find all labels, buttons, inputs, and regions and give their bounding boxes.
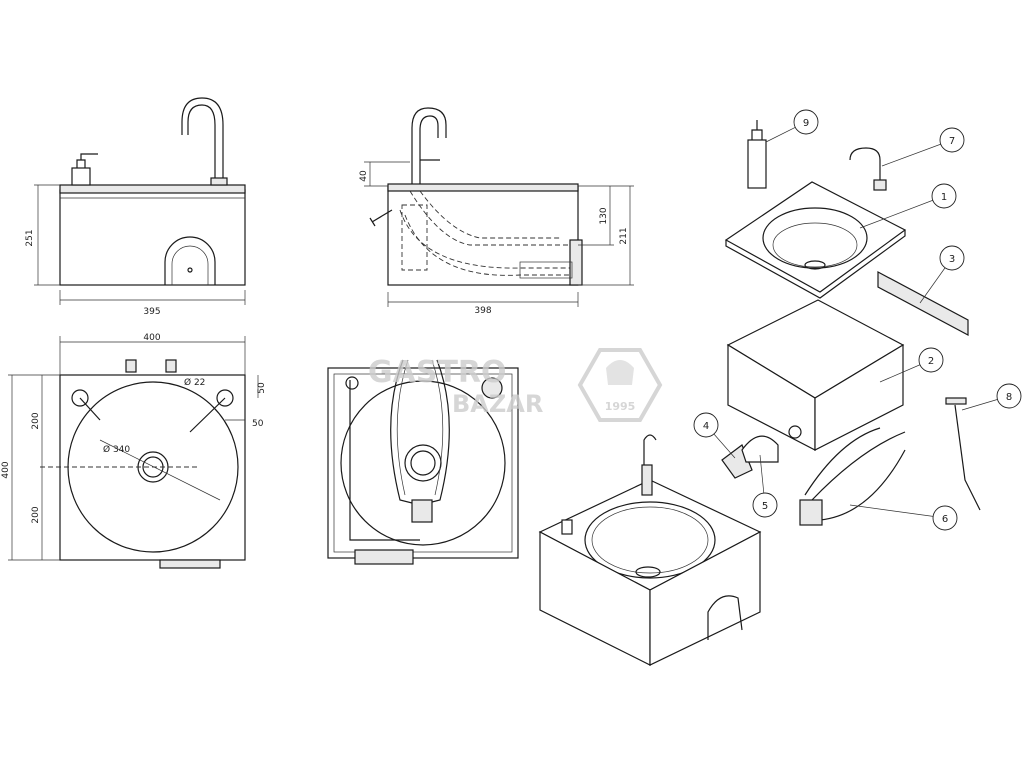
part-3-rail <box>877 271 969 336</box>
front-knee-opening <box>164 236 216 285</box>
dim-top-width: 400 <box>143 333 160 343</box>
front-soap-dispenser <box>71 167 91 186</box>
part-5-cover <box>741 435 779 463</box>
dim-top-half-a: 200 <box>31 412 41 429</box>
callout-circle <box>793 109 819 135</box>
isometric-assembled-view <box>538 434 762 666</box>
callout-leader <box>859 195 945 229</box>
callout-circle <box>931 183 957 209</box>
callout-1: 1 <box>859 183 957 229</box>
callout-number: 4 <box>703 421 709 432</box>
callout-circle <box>693 412 719 438</box>
dim-side-faucet: 40 <box>359 170 369 182</box>
watermark-word1: GASTRO <box>368 355 507 390</box>
dim-side-depth: 398 <box>474 306 491 316</box>
callout-circle <box>752 492 778 518</box>
part-7-faucet <box>849 147 881 190</box>
dim-front-height: 251 <box>25 229 35 246</box>
callout-circle <box>939 245 965 271</box>
callout-3: 3 <box>919 245 965 304</box>
top-view: Ø 340 Ø 22 400 400 200 200 50 50 <box>1 333 267 569</box>
callout-number: 8 <box>1006 392 1012 403</box>
callout-circle <box>996 383 1022 409</box>
part-8-waste-hose <box>954 404 981 511</box>
callout-8: 8 <box>961 383 1022 411</box>
callout-number: 1 <box>941 192 947 203</box>
exploded-view <box>721 120 981 526</box>
callout-number: 7 <box>949 136 955 147</box>
callout-4: 4 <box>693 412 736 459</box>
callout-number: 6 <box>942 514 948 525</box>
callout-6: 6 <box>849 504 958 531</box>
top-outline <box>59 374 246 561</box>
callout-number: 9 <box>803 118 809 129</box>
chef-hat-icon <box>606 360 634 385</box>
part-9-soap-dispenser <box>747 139 767 189</box>
dim-top-height: 400 <box>1 461 11 478</box>
watermark-year: 1995 <box>605 400 636 413</box>
dim-top-half-b: 200 <box>31 506 41 523</box>
bottom-view <box>327 359 519 565</box>
part-6-hoses <box>804 427 906 521</box>
side-view: 398 40 130 211 <box>359 107 634 316</box>
side-bowl-outline <box>409 190 578 246</box>
dim-edge-offset-a: 50 <box>257 382 267 394</box>
watermark-word2: BAZAR <box>452 390 543 418</box>
callout-9: 9 <box>765 109 819 143</box>
callout-5: 5 <box>752 454 778 518</box>
front-body <box>59 189 246 286</box>
front-view: 251 395 <box>25 97 246 317</box>
callout-circle <box>939 127 965 153</box>
dim-side-total: 211 <box>619 227 629 244</box>
front-top-rim <box>59 184 246 194</box>
callout-circle <box>932 505 958 531</box>
bottom-bowl <box>340 380 506 546</box>
side-body <box>387 185 579 286</box>
callout-number: 5 <box>762 501 768 512</box>
bottom-outline <box>327 367 519 559</box>
dim-side-inner: 130 <box>599 207 609 224</box>
callout-number: 2 <box>928 356 934 367</box>
callout-number: 3 <box>949 254 955 265</box>
watermark: GASTRO BAZAR 1995 <box>368 348 663 422</box>
callout-2: 2 <box>879 347 944 383</box>
callout-circle <box>918 347 944 373</box>
dim-bowl-diameter: Ø 340 <box>103 444 130 455</box>
callouts: 1 2 3 4 5 6 7 8 9 <box>693 109 1022 531</box>
dim-hole-diameter: Ø 22 <box>184 377 205 388</box>
callout-leader <box>849 504 946 519</box>
dim-front-width: 395 <box>143 307 160 317</box>
side-faucet <box>411 107 447 184</box>
dim-edge-offset-b: 50 <box>252 419 264 429</box>
callout-7: 7 <box>881 127 965 167</box>
front-faucet-spout <box>187 104 216 185</box>
watermark-hexagon <box>577 348 663 422</box>
